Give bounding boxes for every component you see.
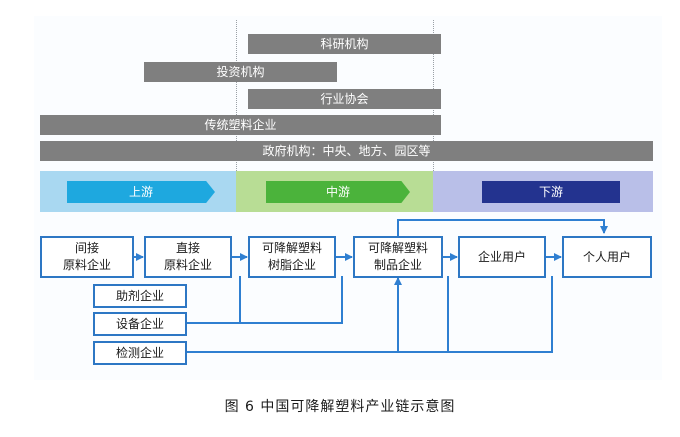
- upstream-band: 上游: [40, 171, 236, 212]
- midstream-arrow: 中游: [266, 181, 410, 203]
- indirect-line1: 间接: [74, 241, 99, 255]
- additives-label: 助剂企业: [115, 288, 164, 303]
- direct-line1: 直接: [175, 241, 200, 255]
- equipment-label: 设备企业: [115, 316, 164, 331]
- direct-raw-material-box: 直接 原料企业: [144, 236, 232, 278]
- indirect-raw-material-box: 间接 原料企业: [40, 236, 134, 278]
- bar-association: 行业协会: [248, 89, 441, 109]
- figure-caption: 图 6 中国可降解塑料产业链示意图: [224, 399, 456, 415]
- downstream-label: 下游: [538, 185, 563, 199]
- indirect-line2: 原料企业: [62, 258, 111, 272]
- upstream-label: 上游: [128, 185, 153, 199]
- enterprise-users-box: 企业用户: [458, 236, 546, 278]
- testing-label: 检测企业: [115, 345, 164, 360]
- products-line1: 可降解塑料: [367, 241, 428, 255]
- downstream-arrow: 下游: [482, 181, 620, 203]
- individual-users-box: 个人用户: [562, 236, 652, 278]
- individual-users-label: 个人用户: [582, 249, 631, 264]
- additives-company-box: 助剂企业: [93, 284, 187, 308]
- bar-investment: 投资机构: [144, 62, 337, 82]
- downstream-band: 下游: [433, 171, 653, 212]
- resin-company-box: 可降解塑料 树脂企业: [248, 236, 336, 278]
- resin-line1: 可降解塑料: [261, 241, 322, 255]
- testing-company-box: 检测企业: [93, 341, 187, 365]
- bar-traditional-plastics: 传统塑料企业: [40, 115, 441, 135]
- products-line2: 制品企业: [373, 258, 422, 272]
- equipment-company-box: 设备企业: [93, 312, 187, 336]
- resin-line2: 树脂企业: [267, 258, 316, 272]
- products-company-box: 可降解塑料 制品企业: [353, 236, 443, 278]
- midstream-band: 中游: [236, 171, 433, 212]
- upstream-arrow: 上游: [67, 181, 215, 203]
- stage-divider-left: [236, 20, 237, 175]
- enterprise-users-label: 企业用户: [477, 249, 526, 264]
- midstream-label: 中游: [325, 185, 350, 199]
- direct-line2: 原料企业: [163, 258, 212, 272]
- bar-government: 政府机构：中央、地方、园区等: [40, 141, 653, 161]
- bar-research: 科研机构: [248, 34, 441, 54]
